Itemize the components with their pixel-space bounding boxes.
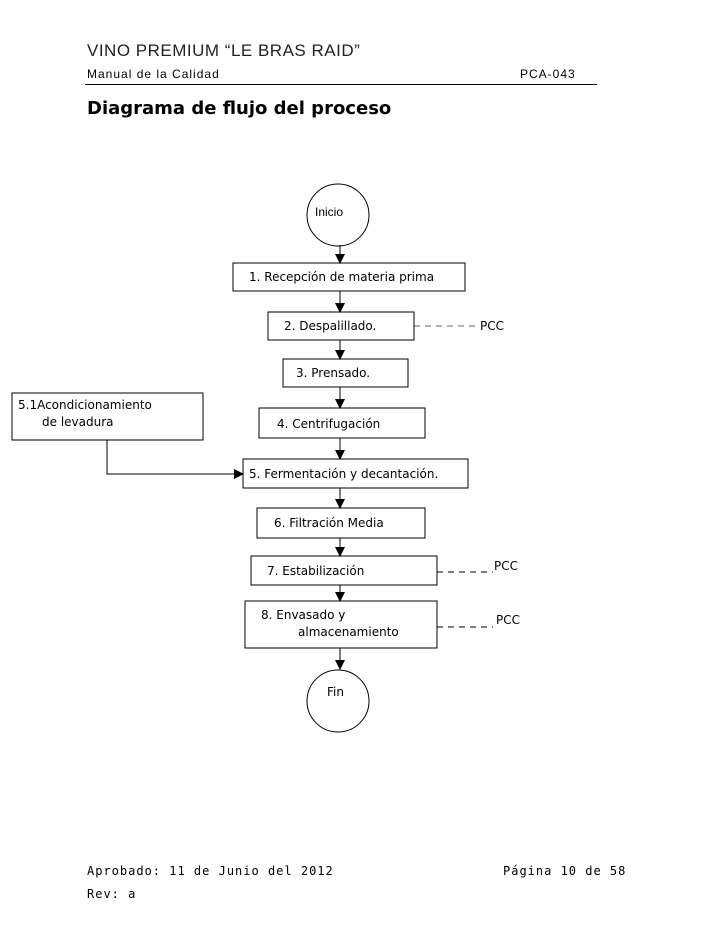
step-5-1-label-line1: 5.1Acondicionamiento	[18, 398, 152, 412]
step-8-box	[244, 600, 438, 649]
pcc-label: PCC	[496, 613, 520, 627]
end-node	[306, 669, 370, 733]
step-1-label: 1. Recepción de materia prima	[249, 270, 434, 284]
pcc-label: PCC	[480, 319, 504, 333]
step-5-1-label-line2: de levadura	[42, 415, 114, 429]
step-4-label: 4. Centrifugación	[277, 417, 380, 431]
step-2-box	[267, 311, 415, 341]
step-6-box	[256, 507, 426, 539]
step-4-box	[258, 407, 426, 439]
step-3-label: 3. Prensado.	[296, 366, 370, 380]
header-divider	[85, 84, 597, 85]
step-2-label: 2. Despalillado.	[284, 319, 376, 333]
step-8-label-line2: almacenamiento	[298, 625, 399, 639]
start-label: Inicio	[315, 205, 343, 219]
start-node	[306, 183, 370, 247]
document-code: PCA-043	[520, 67, 576, 81]
step-3-box	[282, 358, 409, 388]
end-label: Fin	[327, 685, 344, 699]
page-title: Diagrama de flujo del proceso	[87, 98, 392, 119]
step-1-box	[232, 262, 466, 292]
revision: Rev: a	[87, 887, 137, 901]
step-6-label: 6. Filtración Media	[274, 516, 384, 530]
step-5-box	[242, 458, 469, 489]
brand-logo-text: VINO PREMIUM “LE BRAS RAID”	[87, 41, 361, 60]
step-5-1-box	[11, 392, 204, 441]
approval-date: Aprobado: 11 de Junio del 2012	[87, 864, 334, 878]
page-number: Página 10 de 58	[503, 864, 627, 878]
step-5-label: 5. Fermentación y decantación.	[249, 467, 438, 481]
step-7-box	[250, 555, 438, 586]
step-7-label: 7. Estabilización	[267, 564, 364, 578]
manual-name: Manual de la Calidad	[87, 67, 220, 81]
pcc-label: PCC	[494, 559, 518, 573]
flow-arrow-side	[106, 440, 244, 479]
step-8-label-line1: 8. Envasado y	[261, 608, 345, 622]
